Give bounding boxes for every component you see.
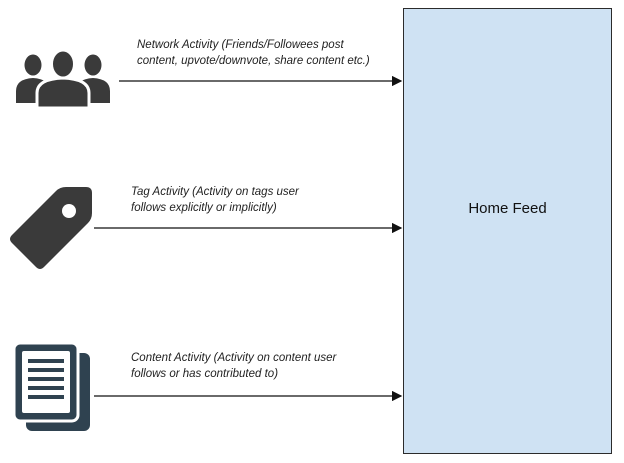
tag-icon	[10, 187, 92, 269]
network-activity-label: Network Activity (Friends/Followees post…	[137, 39, 370, 67]
documents-icon	[12, 341, 90, 431]
tag-activity-label: Tag Activity (Activity on tags user foll…	[131, 186, 299, 214]
people-group-icon	[16, 48, 110, 108]
home-feed-box: Home Feed	[403, 8, 612, 454]
content-activity-label: Content Activity (Activity on content us…	[131, 352, 337, 380]
home-feed-title: Home Feed	[468, 199, 547, 217]
